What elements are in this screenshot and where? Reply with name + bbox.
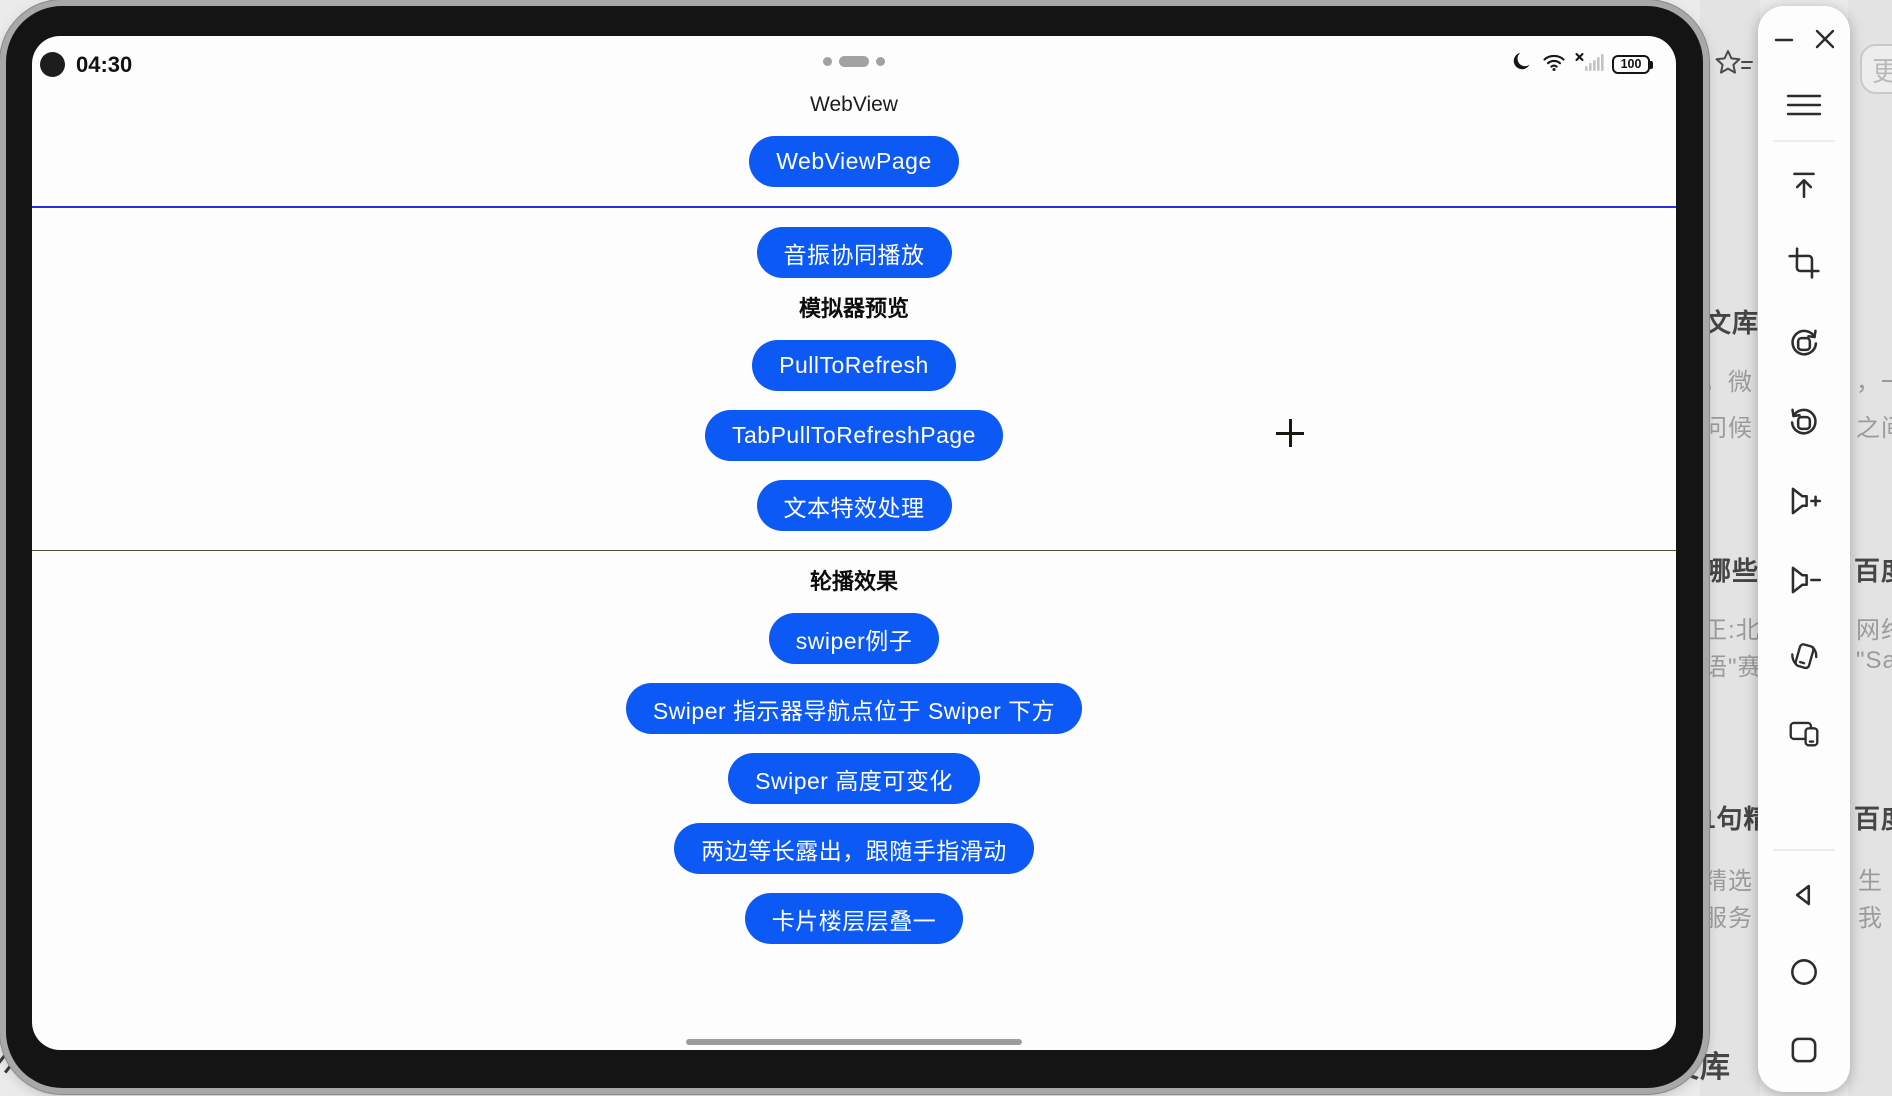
dark-divider	[32, 550, 1676, 551]
blue-divider	[32, 206, 1676, 208]
bg-text-fragment: 我	[1858, 905, 1883, 932]
no-sim-signal-icon	[1574, 51, 1604, 78]
bg-text-fragment: 哪些	[1705, 556, 1760, 586]
toolbar-divider	[1773, 849, 1835, 851]
menu-icon[interactable]	[1784, 88, 1824, 122]
bg-text-fragment: "Sa	[1856, 647, 1892, 674]
home-indicator-bar[interactable]	[686, 1039, 1022, 1045]
swiper-variable-height-button[interactable]: Swiper 高度可变化	[728, 753, 980, 804]
favorites-star-icon[interactable]	[1714, 48, 1756, 87]
bg-text-fragment: 之间	[1856, 415, 1892, 442]
indicator-bar	[839, 56, 869, 67]
nav-recents-icon[interactable]	[1787, 1033, 1821, 1067]
bg-text-fragment: ，一	[1856, 369, 1892, 396]
shake-device-icon[interactable]	[1787, 639, 1821, 673]
status-time: 04:30	[76, 52, 133, 77]
front-camera-dot	[40, 52, 65, 77]
text-effect-button[interactable]: 文本特效处理	[756, 480, 952, 531]
indicator-dot	[876, 57, 885, 66]
section-header-carousel: 轮播效果	[809, 569, 898, 594]
status-icons: 100	[1512, 51, 1653, 78]
multi-device-icon[interactable]	[1787, 715, 1821, 749]
webviewpage-button[interactable]: WebViewPage	[749, 136, 959, 187]
nav-back-icon[interactable]	[1787, 878, 1821, 912]
swiper-example-button[interactable]: swiper例子	[768, 613, 940, 664]
background-window-left-strip	[1700, 0, 1760, 1096]
swiper-indicator-below-button[interactable]: Swiper 指示器导航点位于 Swiper 下方	[625, 683, 1083, 734]
rotate-right-icon[interactable]	[1787, 406, 1821, 440]
volume-up-icon[interactable]	[1784, 484, 1824, 518]
webview-demo-content: WebView WebViewPage 音振协同播放 模拟器预览 PullToR…	[32, 93, 1676, 944]
window-drag-indicator[interactable]	[823, 56, 885, 67]
indicator-dot	[823, 57, 832, 66]
rotate-left-icon[interactable]	[1787, 327, 1821, 361]
card-stack-button[interactable]: 卡片楼层层叠一	[744, 893, 964, 944]
volume-down-icon[interactable]	[1784, 563, 1824, 597]
wifi-icon	[1542, 52, 1566, 77]
tabpulltorefreshpage-button[interactable]: TabPullToRefreshPage	[705, 410, 1003, 461]
bg-text-fragment: 精选	[1703, 868, 1753, 895]
background-window-right-strip	[1848, 0, 1892, 1096]
close-button[interactable]	[1812, 26, 1838, 52]
crosshair-cursor	[1276, 419, 1304, 447]
section-header-emulator-preview: 模拟器预览	[798, 296, 909, 321]
bg-text-fragment: 语"赛	[1703, 654, 1763, 681]
minimize-button[interactable]	[1772, 30, 1796, 50]
dark-mode-moon-icon	[1512, 51, 1534, 78]
page-title: WebView	[810, 93, 898, 116]
tablet-device-frame: 04:30	[6, 6, 1703, 1088]
bg-text-fragment: 生	[1858, 868, 1883, 895]
more-button[interactable]: 更	[1860, 44, 1892, 94]
swiper-follow-finger-button[interactable]: 两边等长露出，跟随手指滑动	[674, 823, 1034, 874]
bg-text-fragment: ，微	[1703, 369, 1753, 396]
bg-text-fragment: 正:北	[1703, 617, 1761, 644]
emulator-screen: 04:30	[32, 36, 1676, 1050]
bg-text-fragment: 百度	[1854, 804, 1892, 834]
bg-text-fragment: 网络	[1856, 617, 1892, 644]
toolbar-divider	[1773, 140, 1835, 142]
bg-text-fragment: 服务	[1703, 905, 1753, 932]
bg-text-fragment: 问候	[1703, 415, 1753, 442]
scroll-to-top-icon[interactable]	[1787, 168, 1821, 202]
bg-text-fragment: 文库	[1705, 308, 1760, 338]
nav-home-icon[interactable]	[1787, 955, 1821, 989]
emulator-toolbar-panel	[1758, 6, 1850, 1092]
crop-screenshot-icon[interactable]	[1787, 246, 1821, 280]
audio-vibration-button[interactable]: 音振协同播放	[756, 227, 952, 278]
pulltorefresh-button[interactable]: PullToRefresh	[752, 340, 956, 391]
bg-text-fragment: 百度	[1854, 556, 1892, 586]
battery-icon: 100	[1612, 54, 1653, 74]
